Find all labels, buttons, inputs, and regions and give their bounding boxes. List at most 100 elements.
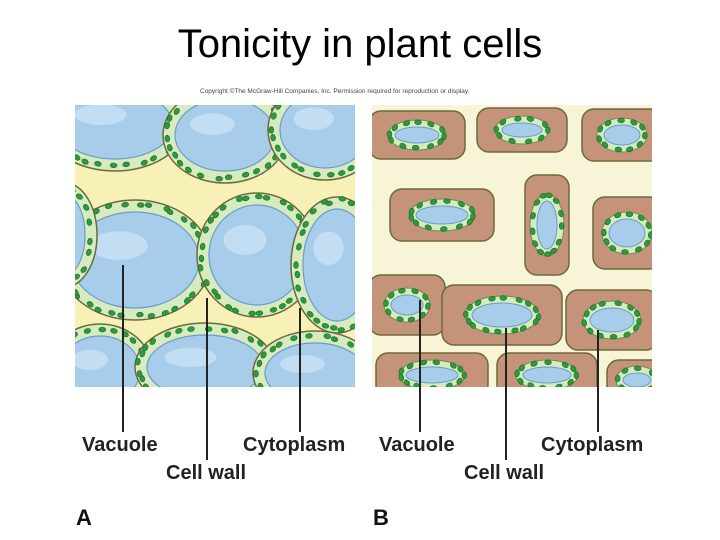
turgid-cell: [75, 184, 98, 286]
plasmolyzed-cell: [372, 274, 446, 336]
chloroplast: [545, 126, 551, 134]
chloroplast: [305, 333, 313, 339]
chloroplast: [321, 322, 330, 329]
chloroplast: [75, 193, 83, 200]
chloroplast: [552, 197, 560, 204]
chloroplast: [349, 323, 355, 330]
chloroplast: [524, 138, 533, 145]
chloroplast: [636, 317, 642, 326]
chloroplast: [140, 159, 148, 166]
chloroplast: [407, 316, 416, 323]
chloroplast: [627, 304, 634, 311]
chloroplast: [187, 326, 195, 332]
chloroplast: [98, 326, 106, 333]
chloroplast: [264, 162, 272, 169]
chloroplast: [533, 199, 541, 206]
vacuole: [501, 122, 543, 138]
chloroplast: [542, 120, 548, 129]
chloroplast: [83, 204, 90, 211]
chloroplast: [325, 200, 333, 207]
chloroplast: [285, 297, 293, 304]
chloroplast: [275, 105, 282, 110]
chloroplast: [385, 308, 392, 316]
chloroplast: [129, 337, 137, 344]
chloroplast: [511, 327, 519, 334]
vacuole-highlight: [164, 347, 217, 367]
chloroplast: [280, 152, 287, 160]
chloroplast: [482, 327, 490, 333]
chloroplast: [633, 324, 639, 332]
chloroplast: [257, 382, 264, 387]
vacuole: [589, 307, 635, 333]
chloroplast: [635, 246, 642, 253]
chloroplast: [439, 126, 446, 134]
chloroplast: [457, 365, 464, 373]
chloroplast: [256, 359, 263, 368]
chloroplast: [75, 154, 81, 161]
chloroplast: [175, 328, 183, 334]
chloroplast: [338, 196, 346, 202]
chloroplast: [164, 121, 171, 130]
chloroplast: [219, 204, 227, 211]
chloroplast: [189, 291, 196, 299]
chloroplast: [469, 206, 475, 214]
chloroplast: [347, 200, 355, 207]
chloroplast: [202, 226, 209, 234]
chloroplast: [166, 144, 173, 152]
chloroplast: [75, 289, 79, 296]
chloroplast: [514, 369, 520, 377]
chloroplast: [225, 304, 233, 311]
chloroplast: [617, 117, 625, 124]
plasmolyzed-cell: [496, 352, 598, 387]
chloroplast: [87, 237, 93, 246]
vacuole: [405, 366, 459, 384]
chloroplast: [313, 171, 321, 178]
vacuole: [75, 199, 86, 271]
chloroplast: [596, 135, 602, 143]
chloroplast: [601, 141, 609, 149]
vacuole: [394, 126, 440, 144]
plasmolyzed-cell: [476, 107, 568, 153]
chloroplast: [287, 204, 294, 212]
panel-b-plasmolyzed-cells: [372, 105, 652, 387]
chloroplast: [456, 377, 463, 385]
chloroplast: [330, 336, 339, 343]
label-vacuole-a: Vacuole: [82, 434, 158, 456]
chloroplast: [224, 174, 233, 180]
chloroplast: [538, 134, 545, 142]
chloroplast: [211, 288, 218, 296]
chloroplast: [609, 245, 617, 252]
chloroplast: [199, 242, 206, 251]
chloroplast: [220, 327, 229, 334]
chloroplast: [623, 331, 631, 338]
chloroplast: [634, 309, 640, 317]
chloroplast: [532, 305, 539, 314]
chloroplast: [271, 112, 277, 120]
chloroplast: [136, 370, 143, 378]
chloroplast: [185, 166, 192, 173]
chloroplast: [279, 199, 287, 206]
vacuole: [302, 208, 355, 322]
chloroplast: [621, 367, 629, 374]
panel-a-illustration: [75, 105, 355, 387]
chloroplast: [396, 316, 404, 323]
chloroplast: [262, 195, 271, 201]
chloroplast: [425, 302, 431, 310]
chloroplast: [247, 336, 255, 343]
chloroplast: [166, 114, 173, 122]
chloroplast: [291, 162, 299, 169]
turgid-cell: [290, 196, 355, 334]
chloroplast: [86, 218, 93, 226]
chloroplast: [295, 213, 303, 221]
plasmolyzed-cell: [524, 174, 570, 276]
chloroplast: [94, 161, 102, 167]
chloroplast: [338, 170, 346, 176]
chloroplast: [621, 249, 629, 255]
chloroplast: [190, 222, 197, 229]
chloroplast: [391, 124, 398, 132]
chloroplast: [330, 325, 338, 331]
chloroplast: [297, 166, 305, 173]
chloroplast: [408, 207, 415, 216]
chloroplast: [429, 199, 438, 205]
chloroplast: [645, 221, 652, 230]
